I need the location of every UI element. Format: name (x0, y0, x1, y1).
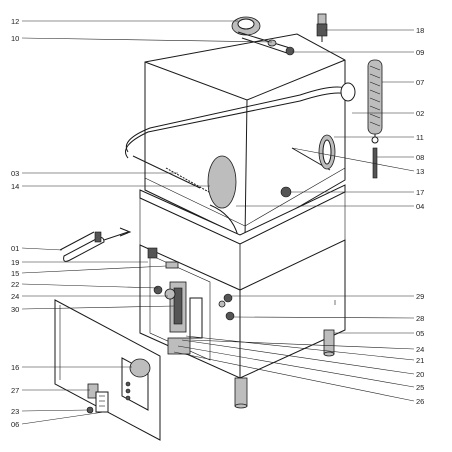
label-07: 07 (416, 78, 424, 87)
label-15: 15 (11, 269, 19, 278)
side-window (318, 134, 336, 170)
hood-handle (125, 82, 356, 189)
label-26: 26 (416, 397, 424, 406)
label-30: 30 (11, 305, 19, 314)
label-04: 04 (416, 202, 424, 211)
label-23: 23 (11, 407, 19, 416)
heating-element (59, 227, 132, 262)
top-spray-head (231, 16, 295, 56)
label-24-right: 24 (416, 345, 424, 354)
leader-lines (21, 20, 415, 425)
label-18: 18 (416, 26, 424, 35)
front-door-panel (54, 299, 161, 441)
label-08: 08 (416, 153, 424, 162)
hood-spring (165, 155, 239, 237)
label-17: 17 (416, 188, 424, 197)
label-25: 25 (416, 383, 424, 392)
label-14: 14 (11, 182, 19, 191)
label-10: 10 (11, 34, 19, 43)
label-27: 27 (11, 386, 19, 395)
label-29: 29 (416, 292, 424, 301)
label-05: 05 (416, 329, 424, 338)
dishwasher-assembly (54, 13, 383, 441)
label-06: 06 (11, 420, 19, 429)
part-08-rod (372, 147, 378, 179)
label-02: 02 (416, 109, 424, 118)
label-28: 28 (416, 314, 424, 323)
hood (144, 33, 346, 239)
label-09: 09 (416, 48, 424, 57)
label-20: 20 (416, 370, 424, 379)
label-16: 16 (11, 363, 19, 372)
label-13: 13 (416, 167, 424, 176)
callout-labels: 12 10 03 14 01 19 15 22 24 30 16 27 23 0… (11, 17, 424, 429)
part-07-spring (367, 59, 383, 144)
label-03: 03 (11, 169, 19, 178)
part-18-connector (316, 13, 328, 42)
label-21: 21 (416, 356, 424, 365)
label-24-left: 24 (11, 292, 19, 301)
label-22: 22 (11, 280, 19, 289)
label-01: 01 (11, 244, 19, 253)
label-19: 19 (11, 258, 19, 267)
label-11: 11 (416, 133, 424, 142)
label-12: 12 (11, 17, 19, 26)
